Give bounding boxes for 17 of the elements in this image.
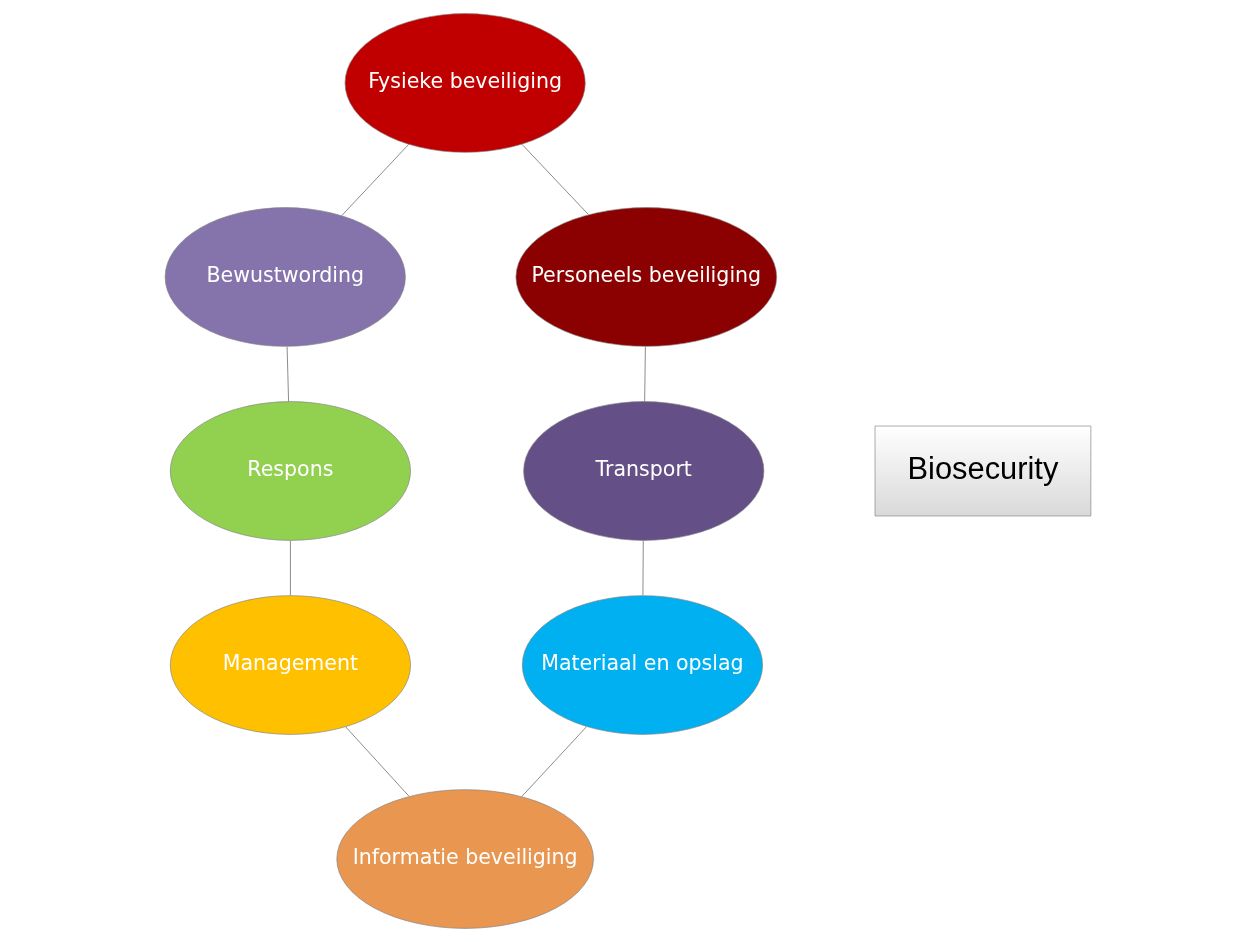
node-ellipse: Bewustwording [164,207,406,347]
node-ellipse: Personeels beveiliging [515,207,777,347]
connector [520,726,587,797]
node-box: Biosecurity [874,425,1091,517]
connector [344,726,409,797]
connector [521,143,589,215]
connector [340,143,409,216]
node-ellipse: Materiaal en opslag [521,595,763,735]
connector [643,346,646,403]
connector [286,346,289,403]
connector [289,540,291,596]
node-ellipse: Informatie beveiliging [336,789,594,929]
connector [641,540,644,596]
node-ellipse: Management [169,595,411,735]
node-ellipse: Respons [169,401,411,541]
node-ellipse: Fysieke beveiliging [344,13,586,153]
node-ellipse: Transport [522,401,764,541]
